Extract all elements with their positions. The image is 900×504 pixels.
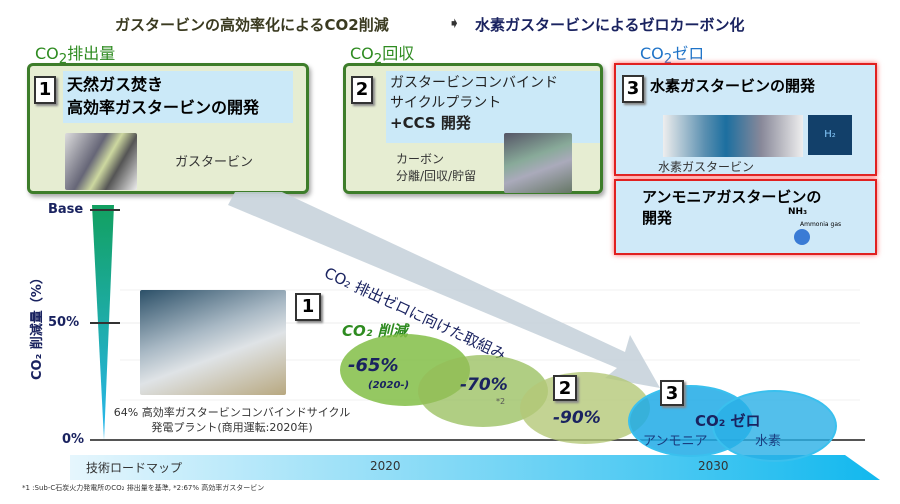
ellipse-90 [520, 372, 650, 444]
left-title: ガスタービンの高効率化によるCO2削減 [115, 16, 389, 34]
value-70-note: *2 [496, 397, 506, 406]
value-65: -65% [348, 355, 399, 376]
box-hydrogen: 3 水素ガスタービンの開発 H₂ 水素ガスタービン [614, 63, 877, 176]
gas-turbine-image [65, 133, 137, 190]
box2-line1: ガスタービンコンバインド [390, 75, 558, 91]
category-emission: CO2排出量 [35, 44, 116, 68]
timeline-bar [70, 455, 880, 480]
timeline-label: 技術ロードマップ [86, 461, 183, 475]
ellipse-hydrogen [712, 390, 837, 462]
box4-line2: 開発 [642, 209, 673, 227]
box2-caption1: カーボン [396, 152, 445, 166]
footnote: *1 :Sub-C石炭火力発電所のCO₂ 排出量を基準, *2:67% 高効率ガ… [22, 484, 265, 492]
step-number: 3 [660, 380, 684, 406]
box2-line2: サイクルプラント [390, 95, 502, 111]
step-number: 3 [622, 75, 644, 103]
box4-line1: アンモニアガスタービンの [642, 188, 822, 206]
plant-caption1: 64% 高効率ガスタービンコンバインドサイクル [113, 406, 351, 419]
step-number: 1 [295, 293, 321, 321]
h2-icon: H₂ [808, 115, 852, 155]
step-number: 2 [351, 76, 373, 104]
box3-title: 水素ガスタービンの開発 [650, 77, 816, 95]
box2-caption2: 分離/回収/貯留 [396, 169, 477, 183]
value-70: -70% [460, 375, 508, 395]
category-capture: CO2回収 [350, 44, 415, 68]
box1-line1: 天然ガス焚き [67, 75, 164, 94]
box3-caption: 水素ガスタービン [658, 160, 755, 174]
box1-line2: 高効率ガスタービンの開発 [67, 98, 260, 117]
plant-caption2: 発電プラント(商用運転:2020年) [151, 421, 313, 434]
nh3-label: NH₃ [788, 207, 808, 217]
ccs-plant-image [504, 133, 572, 193]
right-title: 水素ガスタービンによるゼロカーボン化 [475, 16, 745, 34]
box-ammonia: アンモニアガスタービンの開発 NH₃ Ammonia gas [614, 179, 877, 255]
box1-caption: ガスタービン [175, 155, 254, 170]
ammonia-caption: Ammonia gas [800, 221, 842, 228]
tick-label-base: Base [48, 202, 84, 217]
hydrogen-label: 水素 [755, 434, 782, 449]
year-2030: 2030 [698, 459, 729, 473]
zero-emission-arrow [228, 192, 660, 388]
value-65-sub: (2020-) [368, 380, 410, 391]
arrow-icon: ➧ [448, 14, 461, 32]
tick-label-0: 0% [62, 432, 85, 447]
year-2020: 2020 [370, 459, 401, 473]
step-number: 2 [553, 375, 577, 401]
plant-photo [140, 290, 286, 395]
box2-line3: +CCS 開発 [390, 114, 471, 132]
box-ccs: ガスタービンコンバインドサイクルプラント +CCS 開発 2 カーボン分離/回収/… [343, 63, 603, 194]
value-90: -90% [553, 408, 601, 428]
box-gas-turbine: 天然ガス焚き高効率ガスタービンの開発 1 ガスタービン [27, 63, 309, 194]
y-axis-label: CO₂ 削減量（%） [30, 271, 45, 380]
ammonia-molecule-icon [794, 229, 810, 245]
tick-label-50: 50% [48, 315, 80, 330]
hydrogen-turbine-image [663, 115, 803, 157]
step-number: 1 [34, 76, 56, 104]
ammonia-label: アンモニア [643, 434, 708, 449]
category-zero: CO2ゼロ [640, 44, 705, 68]
zero-label: CO₂ ゼロ [695, 412, 761, 430]
